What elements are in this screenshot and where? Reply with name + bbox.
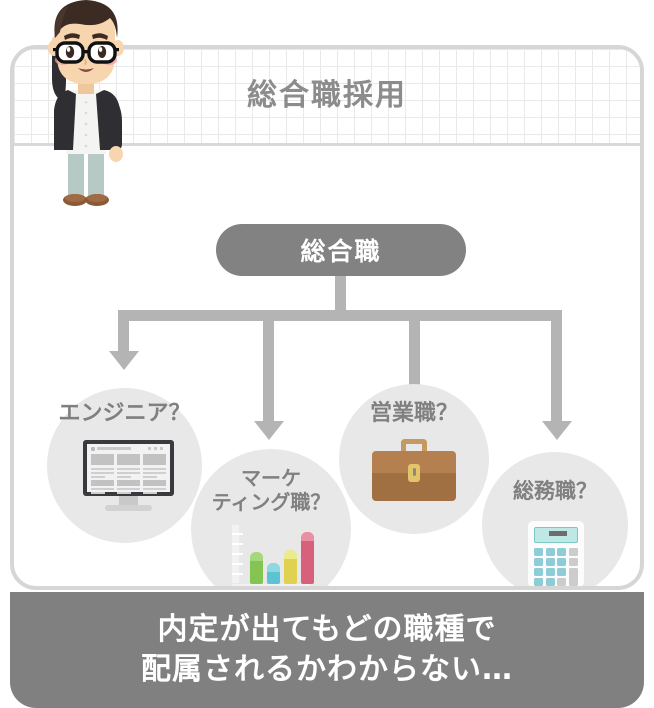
calculator-icon: [528, 521, 584, 586]
connector-drop-2: [263, 310, 274, 421]
status-banner: 内定が出てもどの職種で 配属されるかわからない…: [10, 592, 644, 708]
branch-label-marketing: マーケ ティング職？: [211, 466, 331, 514]
connector-drop-3: [409, 310, 420, 401]
connector-drop-4: [551, 310, 562, 421]
arrowhead-down-icon-4: [541, 421, 572, 440]
banner-text: 内定が出てもどの職種で 配属されるかわからない…: [141, 612, 513, 687]
branch-circle-marketing: [191, 449, 351, 586]
connector-horizontal-bar: [118, 310, 562, 321]
briefcase-icon: [372, 439, 456, 501]
root-node-sogoshoku[interactable]: 総合職: [216, 224, 466, 276]
connector-drop-1: [118, 310, 129, 351]
page-title: 総合職採用: [247, 78, 407, 113]
branch-label-sales: 営業職？: [369, 401, 458, 426]
arrowhead-down-icon-2: [253, 421, 284, 440]
desktop-monitor-icon: [83, 440, 174, 512]
arrowhead-down-icon-1: [108, 351, 139, 370]
branch-label-general-affairs: 総務職？: [513, 479, 597, 503]
connector-stem: [335, 276, 346, 310]
bar-chart-icon: [232, 525, 314, 586]
branch-label-engineer: エンジニア？: [58, 401, 191, 426]
root-node-label: 総合職: [300, 237, 382, 266]
man-with-glasses-illustration: [48, 0, 124, 206]
